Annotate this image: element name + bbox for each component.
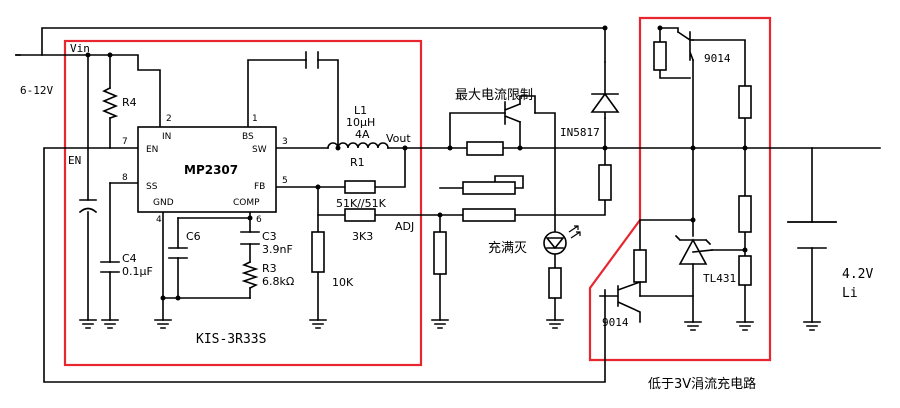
l1-name: L1 xyxy=(354,104,367,117)
tl431-label: TL431 xyxy=(703,272,736,285)
q-bottom-transistor xyxy=(599,280,642,323)
r-10k-label: 10K xyxy=(332,276,354,289)
current-limit-label: 最大电流限制 xyxy=(455,88,533,103)
trickle-caption: 低于3V涓流充电路 xyxy=(648,376,756,392)
q-top-transistor xyxy=(676,30,695,62)
pin-number-sw: 3 xyxy=(282,137,288,147)
ground-symbols xyxy=(79,319,821,331)
module-caption: KIS-3R33S xyxy=(196,332,266,347)
trickle-r-right-top xyxy=(738,85,752,119)
pin-number-gnd: 4 xyxy=(156,215,162,225)
c4-capacitor xyxy=(100,261,120,273)
r3-resistor xyxy=(241,260,259,290)
pin-number-ss: 8 xyxy=(122,173,128,183)
li-battery xyxy=(787,221,837,249)
full-led-label: 充满灭 xyxy=(488,240,527,256)
vin-rail xyxy=(15,27,606,63)
mp2307-chip xyxy=(137,126,277,213)
pin-number-in: 2 xyxy=(166,114,172,124)
c3-name: C3 xyxy=(262,230,277,243)
pin-number-comp: 6 xyxy=(256,215,262,225)
module-frame xyxy=(63,39,423,367)
trickle-r-right-bottom xyxy=(738,255,752,286)
l1-inductor xyxy=(327,142,389,149)
pin-ss-label: SS xyxy=(146,182,158,192)
pin-number-en: 7 xyxy=(122,137,128,147)
pin-en-label: EN xyxy=(146,145,158,155)
pin-gnd-label: GND xyxy=(153,198,174,208)
pin-bs-label: BS xyxy=(242,132,254,142)
c3-value: 3.9nF xyxy=(262,243,293,256)
trickle-r-right-mid xyxy=(738,195,752,233)
c4-value: 0.1µF xyxy=(122,265,153,278)
vin-rail-inner xyxy=(41,54,161,128)
r4-resistor xyxy=(101,86,119,120)
pin-in-label: IN xyxy=(162,132,171,142)
adj-label: ADJ xyxy=(395,220,414,233)
r-fb-label: 51K//51K xyxy=(336,197,387,210)
r-adj-resistor xyxy=(344,208,376,222)
r4-label: R4 xyxy=(122,96,137,109)
r3-name: R3 xyxy=(262,262,277,275)
q-top-label: 9014 xyxy=(704,52,731,65)
pin-comp-label: COMP xyxy=(233,198,260,208)
c4-name: C4 xyxy=(122,252,137,265)
en-label: EN xyxy=(68,154,81,167)
left-vertical-resistor xyxy=(433,231,447,275)
full-led xyxy=(543,231,567,255)
pin-sw-label: SW xyxy=(252,145,267,155)
trickle-r-top xyxy=(653,41,667,71)
diode-resistor xyxy=(598,164,612,201)
led-resistor xyxy=(548,267,562,299)
c3-capacitor xyxy=(240,231,260,245)
battery-voltage: 4.2V xyxy=(842,267,873,282)
limit-transistor xyxy=(503,101,522,125)
tl431-regulator xyxy=(674,234,713,265)
pot-resistor xyxy=(462,181,516,195)
bottom-return xyxy=(43,147,606,383)
chip-name: MP2307 xyxy=(184,163,238,177)
in5817-diode xyxy=(590,61,620,119)
r1-label: R1 xyxy=(350,156,365,169)
pin-fb-label: FB xyxy=(254,182,265,192)
diode-label: IN5817 xyxy=(560,126,600,139)
r-10k-resistor xyxy=(311,231,325,273)
l1-value: 10µH xyxy=(346,116,375,129)
battery-type: Li xyxy=(842,286,858,301)
sense-resistor xyxy=(466,141,504,156)
r-adj-label: 3K3 xyxy=(352,230,373,243)
trickle-r-bottom xyxy=(633,249,647,283)
c6-capacitor xyxy=(168,247,188,259)
trickle-frame xyxy=(588,16,772,362)
bs-capacitor xyxy=(305,51,319,69)
vin-label: Vin xyxy=(70,42,90,55)
pin-number-bs: 1 xyxy=(252,114,258,124)
vout-label: Vout xyxy=(386,132,411,145)
pin-number-fb: 5 xyxy=(282,176,288,186)
r-fb-resistor xyxy=(344,180,376,194)
q-bottom-label: 9014 xyxy=(602,316,629,329)
r3-value: 6.8kΩ xyxy=(262,275,294,288)
input-range-label: 6-12V xyxy=(20,84,53,97)
c6-label: C6 xyxy=(186,230,201,243)
adj-resistor xyxy=(462,208,516,222)
l1-current: 4A xyxy=(355,128,370,141)
